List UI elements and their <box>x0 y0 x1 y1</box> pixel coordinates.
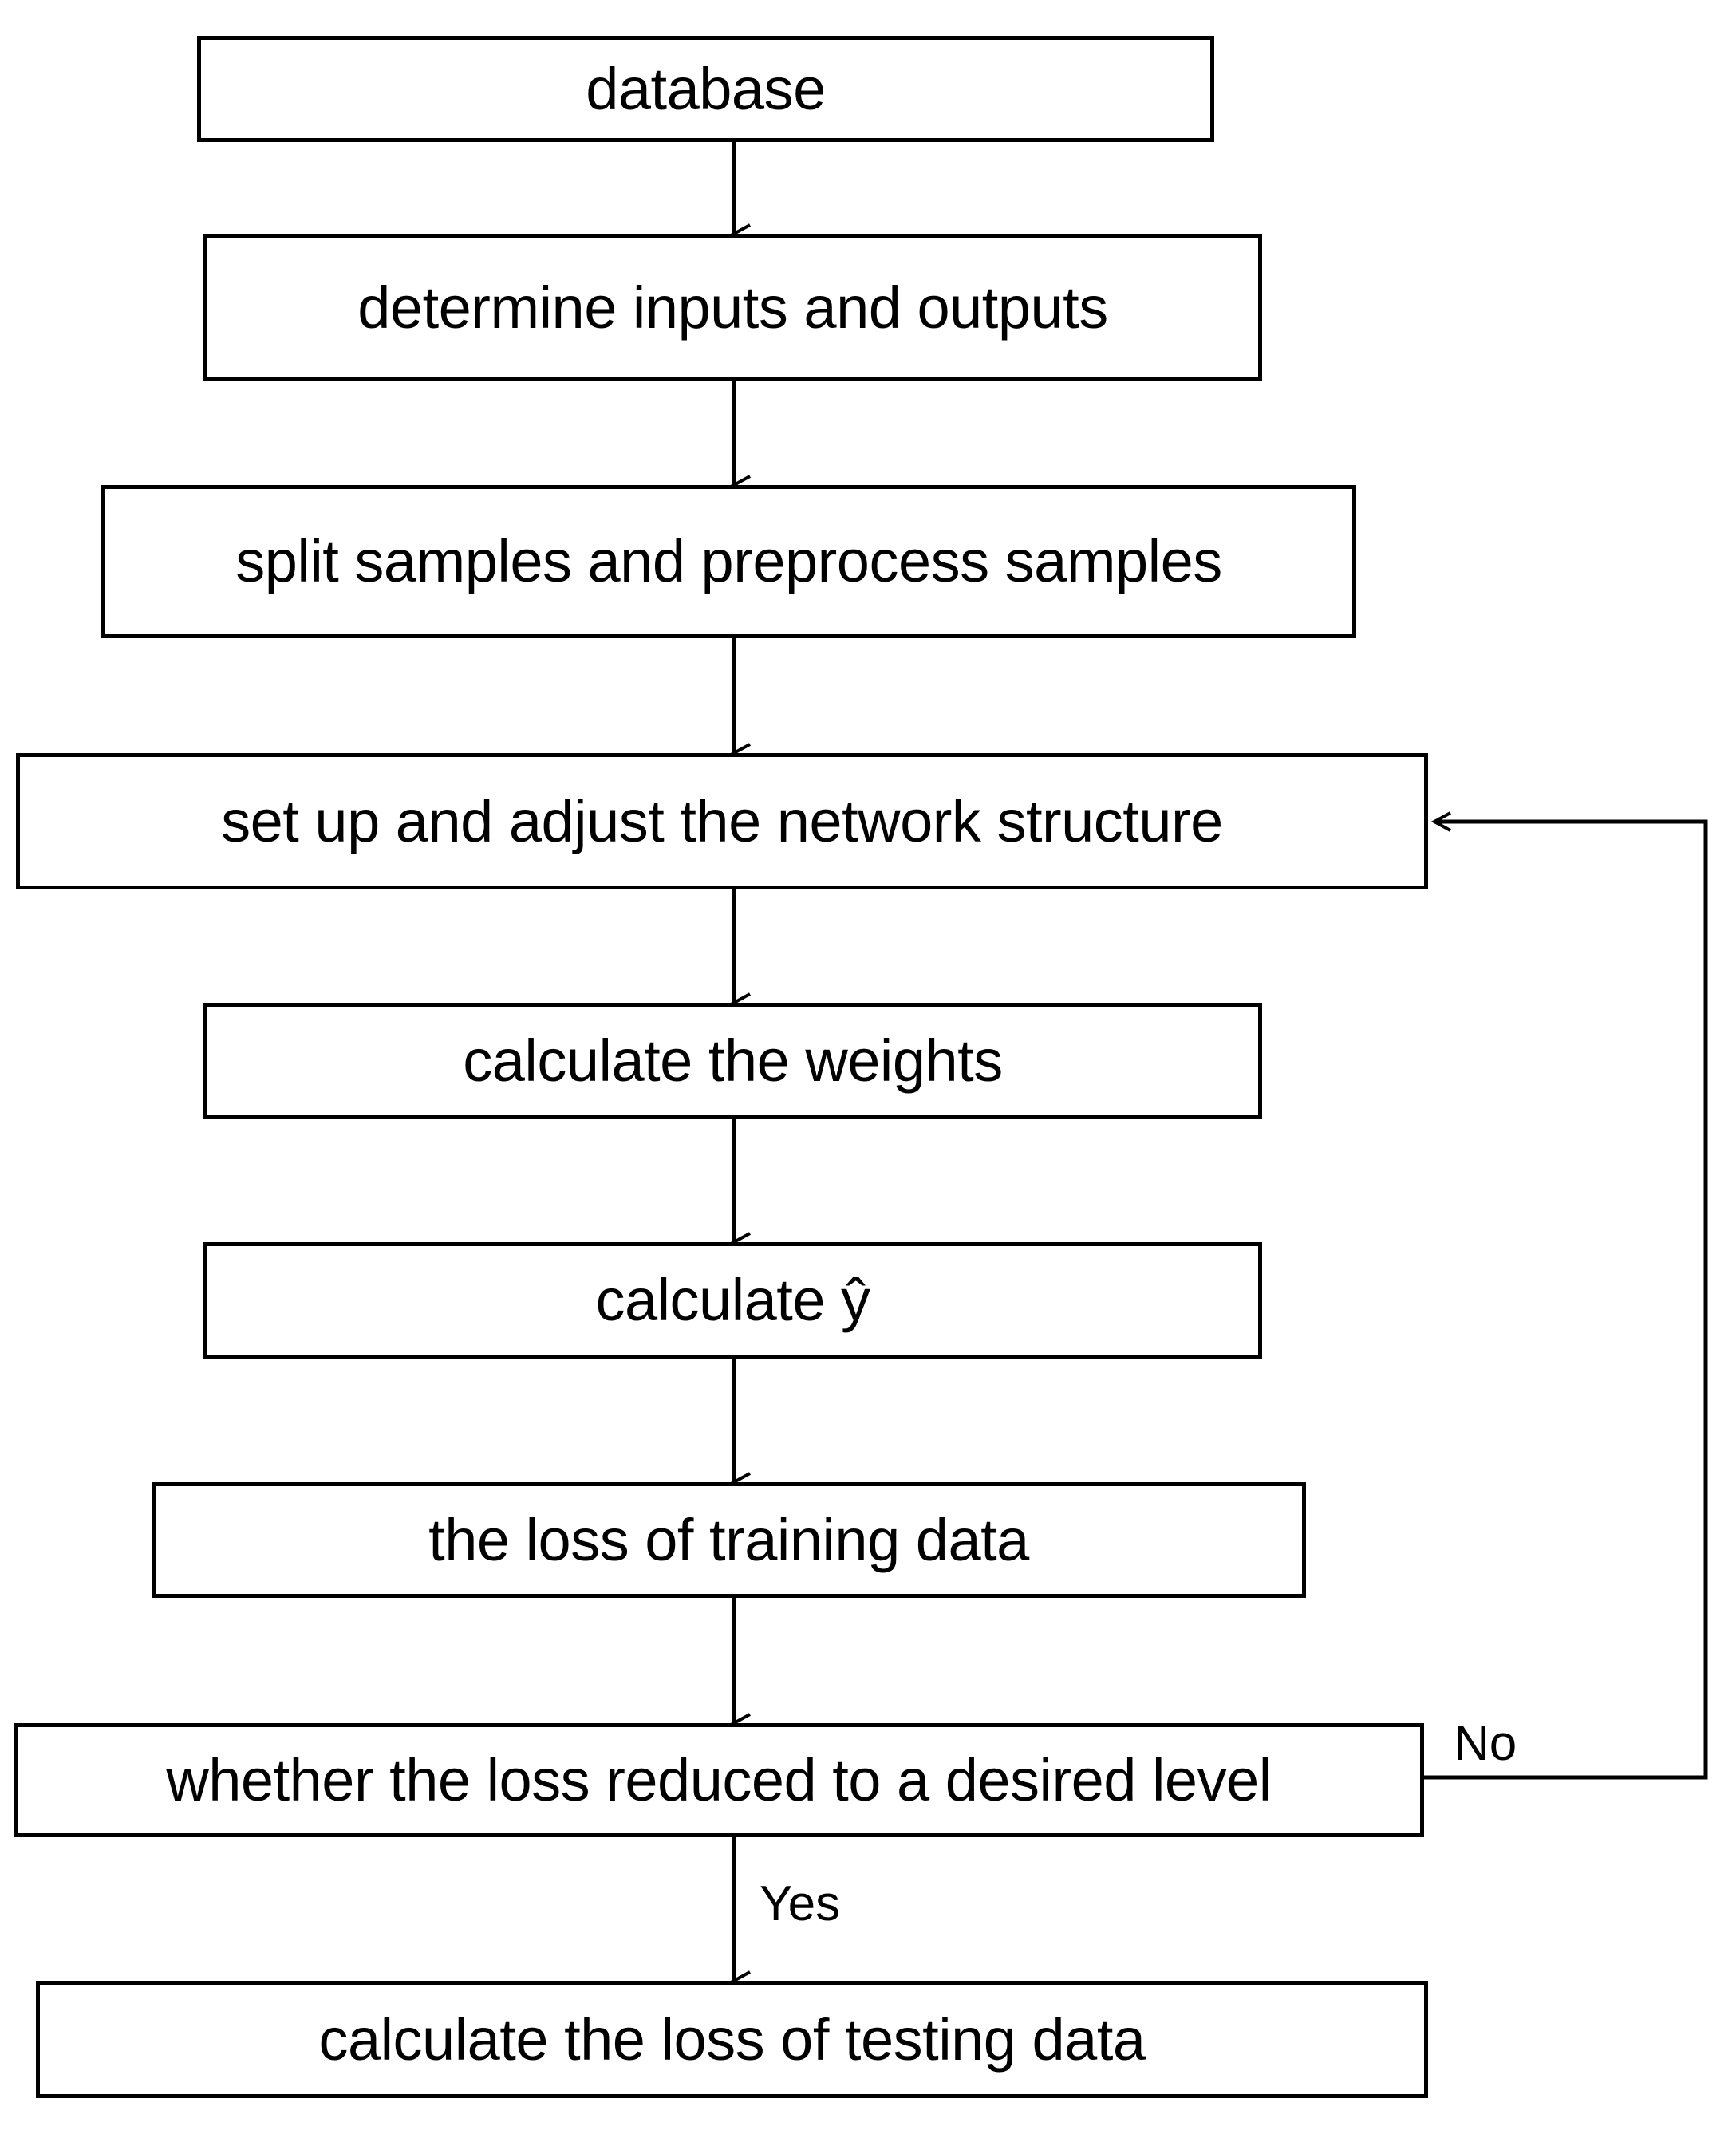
node-setup-network-structure-label: set up and adjust the network structure <box>221 787 1223 854</box>
node-split-samples-label: split samples and preprocess samples <box>235 528 1222 595</box>
node-determine-inputs-outputs[interactable]: determine inputs and outputs <box>203 234 1262 381</box>
node-setup-network-structure[interactable]: set up and adjust the network structure <box>16 753 1428 889</box>
node-decision-loss-reduced-label: whether the loss reduced to a desired le… <box>166 1746 1272 1813</box>
node-calculate-yhat-label: calculate ŷ <box>595 1267 870 1334</box>
node-calculate-weights-label: calculate the weights <box>463 1028 1003 1095</box>
node-database-label: database <box>586 55 826 122</box>
node-determine-inputs-outputs-label: determine inputs and outputs <box>357 274 1108 341</box>
node-testing-loss-label: calculate the loss of testing data <box>318 2006 1146 2073</box>
node-training-loss-label: the loss of training data <box>428 1506 1029 1573</box>
node-calculate-weights[interactable]: calculate the weights <box>203 1003 1262 1119</box>
node-calculate-yhat[interactable]: calculate ŷ <box>203 1242 1262 1359</box>
connector-decision-no-feedback <box>1424 822 1708 1780</box>
node-split-samples[interactable]: split samples and preprocess samples <box>101 485 1356 638</box>
edge-label-yes: Yes <box>760 1876 841 1931</box>
edge-label-no: No <box>1454 1716 1517 1771</box>
node-testing-loss[interactable]: calculate the loss of testing data <box>36 1981 1428 2098</box>
node-database[interactable]: database <box>197 36 1214 142</box>
node-decision-loss-reduced[interactable]: whether the loss reduced to a desired le… <box>14 1723 1424 1837</box>
node-training-loss[interactable]: the loss of training data <box>152 1482 1306 1598</box>
